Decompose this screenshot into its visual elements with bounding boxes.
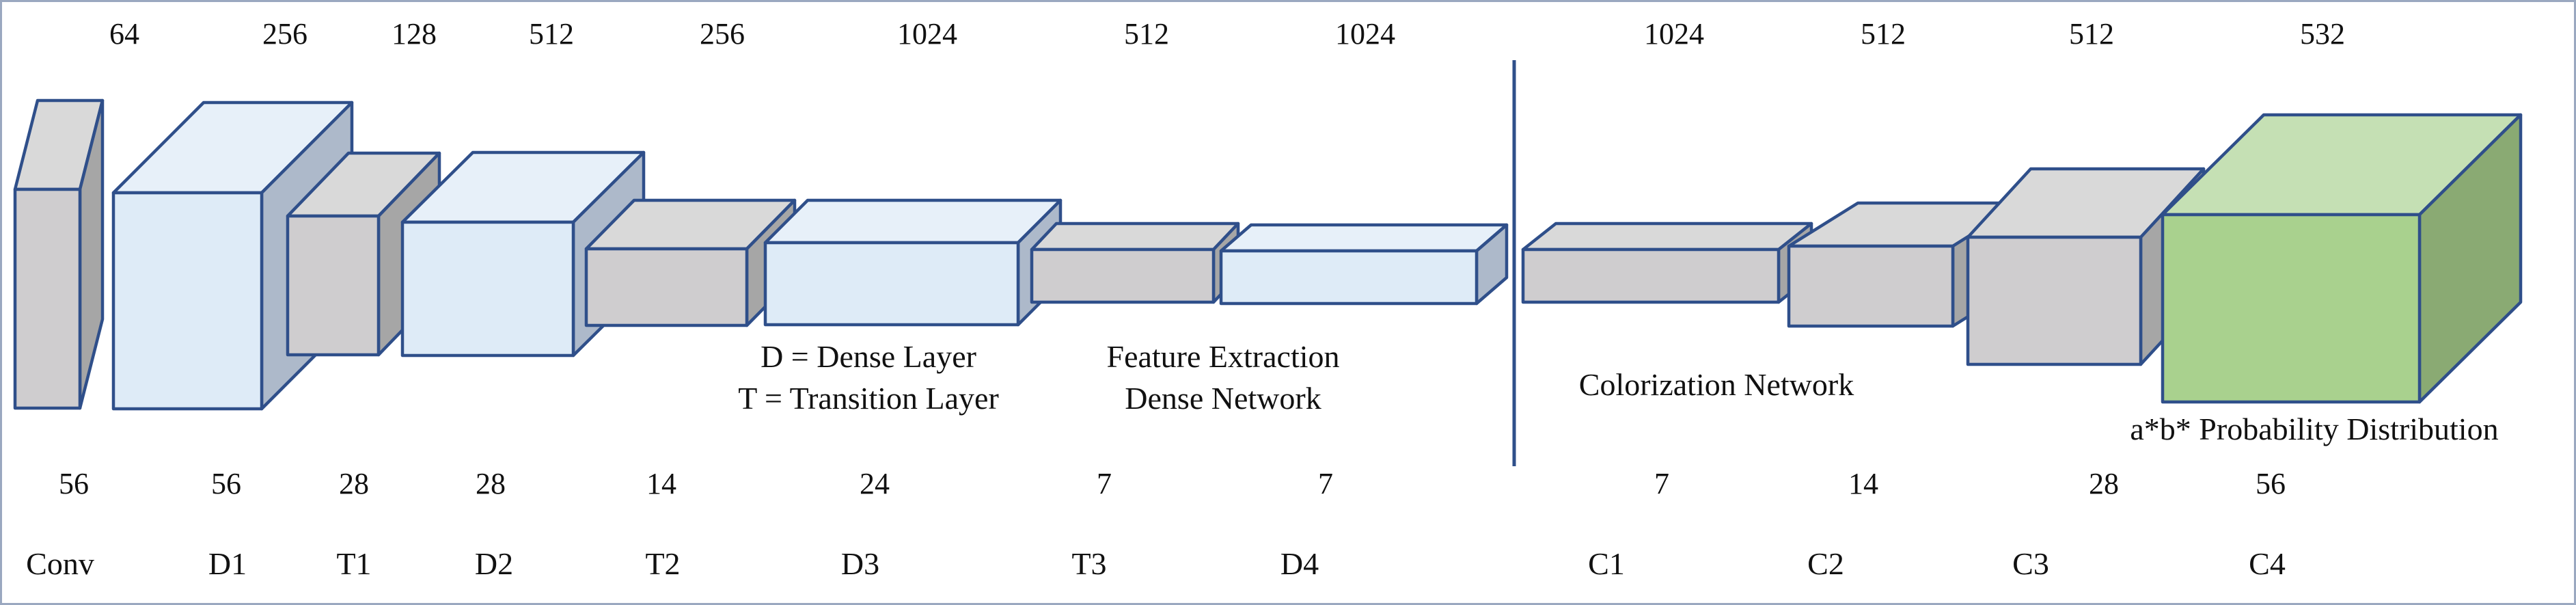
layer-name-d1: D1 — [208, 546, 247, 581]
layer-name-t3: T3 — [1071, 546, 1106, 581]
channel-count-c1: 1024 — [1644, 17, 1704, 51]
spatial-size-d4: 7 — [1318, 467, 1333, 500]
spatial-size-d2: 28 — [476, 467, 506, 500]
channel-count-d2: 512 — [529, 17, 574, 51]
block-top-face — [1219, 223, 1509, 253]
spatial-size-d1: 56 — [211, 467, 241, 500]
layer-name-d3: D3 — [841, 546, 879, 581]
layer-block-d3 — [763, 198, 1063, 327]
layer-name-c2: C2 — [1807, 546, 1844, 581]
block-front-face — [1219, 249, 1479, 306]
channel-count-d1: 256 — [262, 17, 307, 51]
spatial-size-c2: 14 — [1848, 467, 1878, 500]
layer-blocks — [13, 98, 2523, 411]
block-front-face — [1966, 235, 2143, 366]
layer-block-c1 — [1521, 221, 1813, 304]
block-front-face — [286, 214, 381, 357]
legend-dense-text: D = Dense Layer — [761, 339, 976, 374]
channel-count-t1: 128 — [392, 17, 437, 51]
channel-count-c4: 532 — [2300, 17, 2345, 51]
channel-count-t3: 512 — [1124, 17, 1169, 51]
block-top-face — [763, 198, 1063, 245]
layer-block-c4 — [2161, 113, 2523, 404]
block-front-face — [1787, 244, 1955, 328]
layer-name-d4: D4 — [1280, 546, 1319, 581]
block-top-face — [1521, 221, 1813, 252]
spatial-size-c3: 28 — [2089, 467, 2119, 500]
layer-name-t1: T1 — [336, 546, 371, 581]
layer-name-c4: C4 — [2249, 546, 2286, 581]
layer-block-conv — [13, 98, 105, 410]
layer-name-conv: Conv — [26, 546, 94, 581]
channel-count-conv: 64 — [109, 17, 139, 51]
probability-distribution-label: a*b* Probability Distribution — [2130, 412, 2498, 446]
spatial-size-d3: 24 — [860, 467, 890, 500]
channel-count-c3: 512 — [2069, 17, 2114, 51]
channel-count-t2: 256 — [700, 17, 745, 51]
colorization-network-label: Colorization Network — [1579, 367, 1854, 402]
block-front-face — [584, 247, 749, 327]
block-front-face — [1521, 247, 1781, 304]
spatial-size-t3: 7 — [1097, 467, 1112, 500]
block-front-face — [13, 187, 82, 410]
legend-transition-text: T = Transition Layer — [738, 381, 999, 416]
layer-name-c1: C1 — [1588, 546, 1625, 581]
channel-count-d4: 1024 — [1335, 17, 1395, 51]
layer-name-c3: C3 — [2012, 546, 2049, 581]
block-top-face — [1030, 221, 1240, 252]
layer-name-t2: T2 — [645, 546, 680, 581]
layer-block-t2 — [584, 198, 797, 327]
dense-network-label: Dense Network — [1125, 381, 1321, 416]
channel-count-c2: 512 — [1861, 17, 1906, 51]
layer-block-c3 — [1966, 167, 2206, 366]
block-front-face — [763, 241, 1020, 327]
spatial-size-c4: 56 — [2256, 467, 2286, 500]
layer-block-t3 — [1030, 221, 1240, 304]
layer-name-d2: D2 — [475, 546, 513, 581]
feature-extraction-label: Feature Extraction — [1106, 339, 1339, 374]
block-front-face — [111, 191, 264, 411]
layer-block-d4 — [1219, 223, 1509, 306]
spatial-size-t1: 28 — [339, 467, 369, 500]
spatial-size-c1: 7 — [1654, 467, 1669, 500]
spatial-size-t2: 14 — [646, 467, 676, 500]
block-front-face — [2161, 213, 2422, 404]
block-front-face — [400, 220, 575, 358]
spatial-size-conv: 56 — [59, 467, 89, 500]
block-front-face — [1030, 247, 1216, 304]
channel-count-d3: 1024 — [897, 17, 957, 51]
